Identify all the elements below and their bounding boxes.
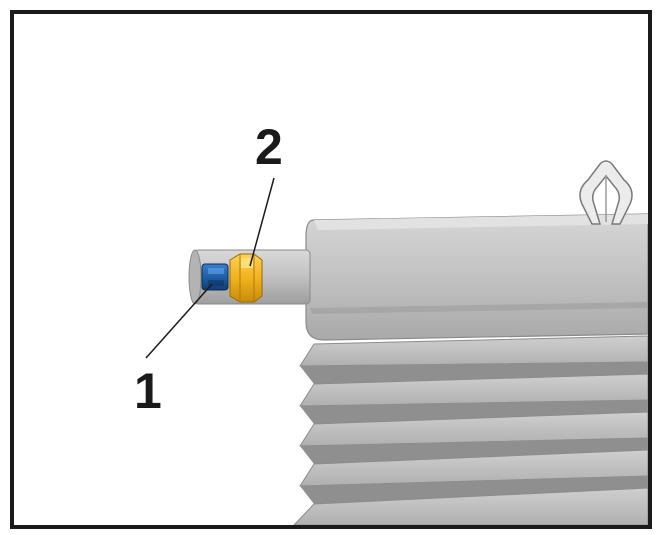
yellow-nut bbox=[229, 253, 263, 303]
pleat-shadow bbox=[300, 400, 648, 424]
leader-line-2 bbox=[249, 177, 275, 267]
mounting-clip bbox=[579, 160, 633, 225]
headrail-body bbox=[305, 213, 648, 341]
callout-1: 1 bbox=[134, 363, 162, 419]
diagram-frame: 1 2 bbox=[10, 10, 652, 529]
pleat bbox=[293, 487, 648, 525]
pleat bbox=[299, 373, 648, 407]
headrail bbox=[305, 213, 648, 341]
pleat bbox=[299, 449, 648, 487]
headrail-top-edge bbox=[314, 214, 648, 230]
pleat bbox=[299, 411, 648, 447]
callout-2: 2 bbox=[255, 119, 283, 175]
pleat-shadow bbox=[300, 362, 648, 384]
headrail-groove bbox=[310, 302, 648, 314]
tube-end bbox=[188, 249, 202, 305]
leader-line-1 bbox=[145, 283, 213, 359]
pleat-shadow bbox=[300, 476, 648, 504]
pleated-fabric bbox=[293, 335, 648, 525]
blue-connector bbox=[201, 263, 229, 291]
blind-headrail-illustration bbox=[145, 160, 648, 525]
pleat-shadow bbox=[300, 438, 648, 464]
pleat bbox=[299, 335, 648, 367]
